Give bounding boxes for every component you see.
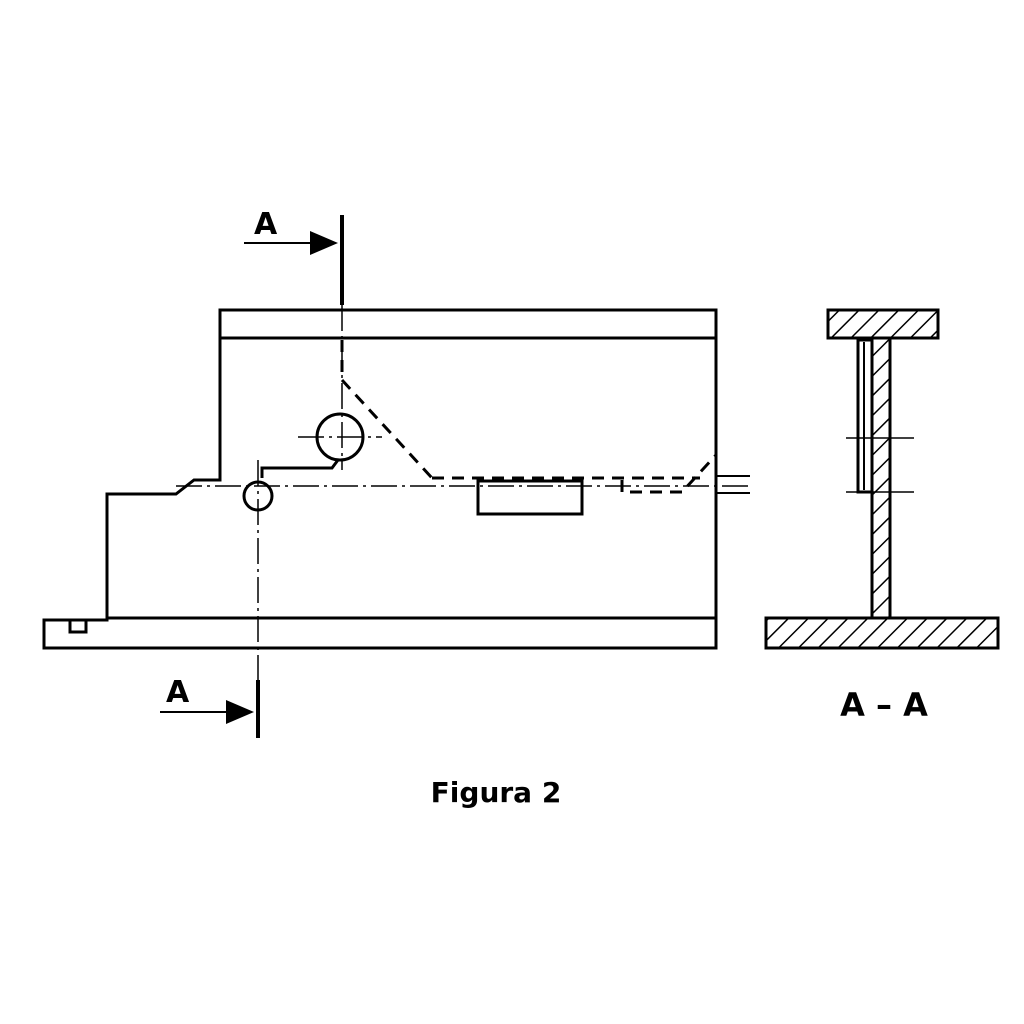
rectangular-slot bbox=[476, 479, 584, 516]
body-outline bbox=[42, 308, 718, 650]
bottom-notch bbox=[68, 620, 88, 634]
bottom-flange bbox=[764, 616, 1000, 650]
front-view bbox=[42, 308, 750, 650]
hidden-line-diagonal bbox=[340, 340, 434, 480]
cut-label-bottom: A bbox=[166, 675, 190, 710]
web bbox=[870, 336, 892, 620]
top-flange bbox=[826, 308, 940, 340]
figure-caption: Figura 2 bbox=[430, 776, 562, 809]
arrow-right-icon bbox=[226, 700, 254, 724]
cut-marker-top: A bbox=[244, 207, 344, 305]
cut-label-top: A bbox=[254, 207, 278, 242]
arrow-right-icon bbox=[310, 231, 338, 255]
center-lines bbox=[176, 305, 750, 680]
hidden-lines bbox=[340, 340, 718, 494]
section-view: A – A bbox=[764, 308, 1000, 724]
cut-marker-bottom: A bbox=[160, 675, 260, 738]
section-label: A – A bbox=[840, 686, 928, 724]
hook-line bbox=[260, 459, 340, 478]
